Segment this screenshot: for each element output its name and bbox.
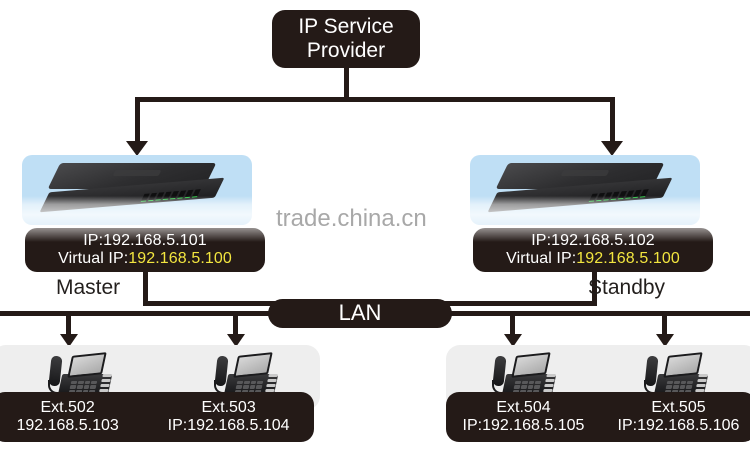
connector-master-down [143,272,148,306]
phone-ip-502: 192.168.5.103 [16,417,119,434]
master-virtual-ip: Virtual IP:192.168.5.100 [58,250,232,268]
connector-provider-split [135,97,615,102]
arrow-down-to-phone-502 [60,334,78,347]
phone-entry-505: Ext.505 IP:192.168.5.106 [618,399,740,436]
phone-ip-504: IP:192.168.5.105 [462,417,585,434]
phone-ip-505: IP:192.168.5.106 [617,417,740,434]
node-lan: LAN [268,299,452,328]
connector-lan-to-phone-504 [510,311,515,336]
ip-phone-icon [214,352,279,396]
lan-label: LAN [338,300,382,326]
node-ip-service-provider: IP Service Provider [272,10,420,68]
network-gateway-icon [39,163,225,215]
watermark-text: trade.china.cn [276,205,427,232]
connector-provider-to-master [135,97,140,143]
standby-virtual-ip-value: 192.168.5.100 [576,250,680,267]
connector-lan-to-phone-502 [66,311,71,336]
phone-ext-503: Ext.503 [201,398,256,416]
standby-virtual-ip-label: Virtual IP: [506,250,577,267]
arrow-down-to-phone-504 [504,334,522,347]
provider-line-2: Provider [306,39,386,62]
phone-ext-504: Ext.504 [496,398,551,416]
standby-ip: IP:192.168.5.102 [531,232,655,250]
phone-entry-503: Ext.503 IP:192.168.5.104 [168,399,290,436]
gateway-label-standby: IP:192.168.5.102 Virtual IP:192.168.5.10… [473,228,713,272]
ip-phone-icon [48,352,113,396]
connector-provider-to-standby [610,97,615,143]
arrow-down-to-standby [601,141,623,156]
arrow-down-to-phone-503 [227,334,245,347]
connector-standby-down [592,272,597,306]
phone-entry-504: Ext.504 IP:192.168.5.105 [463,399,585,436]
phone-entry-502: Ext.502 192.168.5.103 [16,399,118,436]
gateway-label-master: IP:192.168.5.101 Virtual IP:192.168.5.10… [25,228,265,272]
connector-lan-to-phone-505 [662,311,667,336]
arrow-down-to-master [126,141,148,156]
network-gateway-icon [487,163,673,215]
provider-line-1: IP Service [298,15,394,39]
gateway-role-master: Master [56,276,121,299]
phone-ext-502: Ext.502 [40,398,95,416]
master-virtual-ip-label: Virtual IP: [58,250,129,267]
ip-phone-icon [492,352,557,396]
phone-ip-503: IP:192.168.5.104 [167,417,290,434]
connector-provider-trunk [344,68,349,100]
phone-ext-505: Ext.505 [651,398,706,416]
ip-phone-icon [644,352,709,396]
arrow-down-to-phone-505 [656,334,674,347]
master-virtual-ip-value: 192.168.5.100 [128,250,232,267]
master-ip: IP:192.168.5.101 [83,232,207,250]
phone-group-label-left: Ext.502 192.168.5.103 Ext.503 IP:192.168… [0,392,314,442]
standby-virtual-ip: Virtual IP:192.168.5.100 [506,250,680,268]
gateway-role-standby: Standby [588,276,666,299]
phone-group-label-right: Ext.504 IP:192.168.5.105 Ext.505 IP:192.… [446,392,750,442]
connector-lan-to-phone-503 [233,311,238,336]
